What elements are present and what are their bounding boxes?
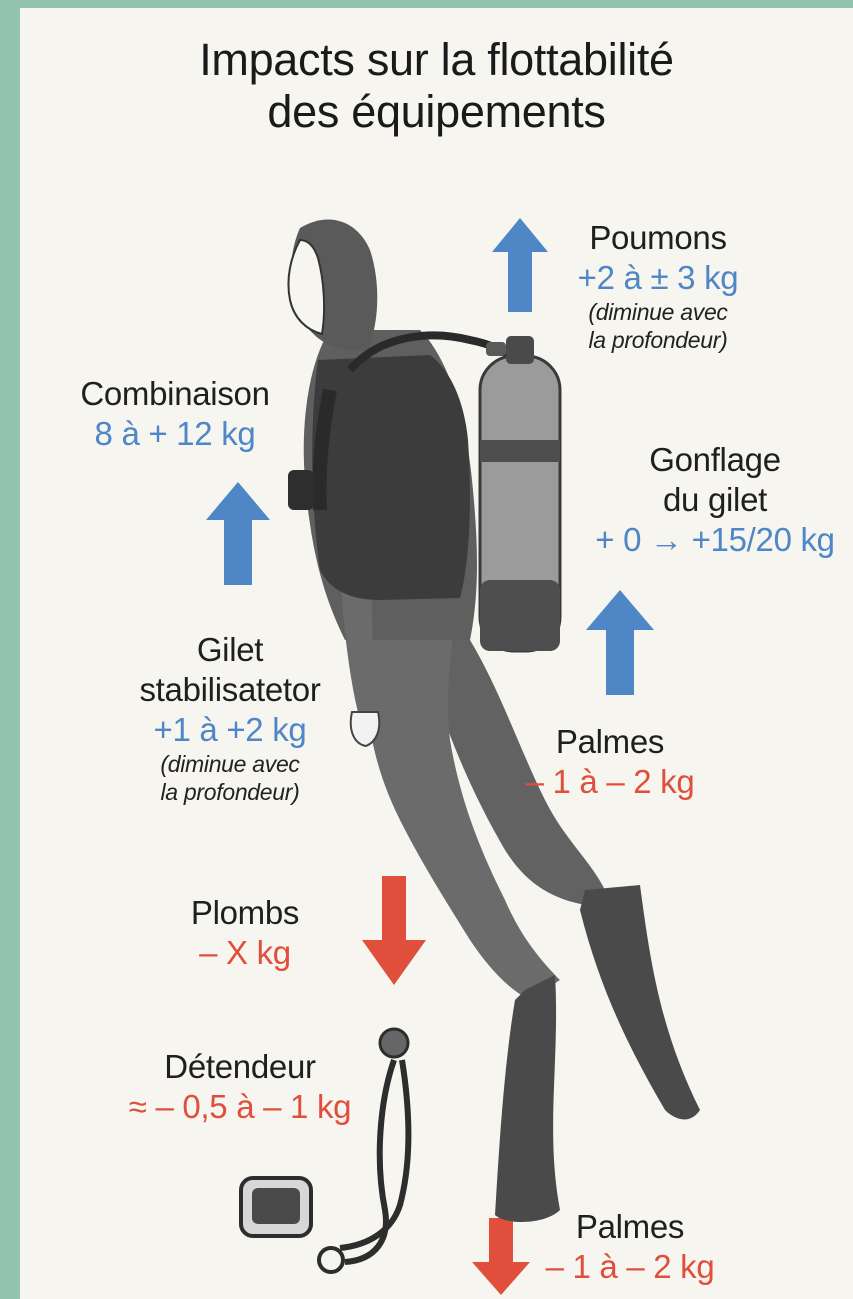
label-plombs: Plombs – X kg [160,893,330,973]
label-note-line2: la profondeur) [558,326,758,354]
label-combinaison: Combinaison 8 à + 12 kg [40,374,310,454]
label-name: Plombs [160,893,330,933]
label-palmes-mid: Palmes – 1 à – 2 kg [510,722,710,802]
up-arrow-combinaison [206,482,270,585]
label-name: Palmes [510,722,710,762]
label-name: Palmes [530,1207,730,1247]
label-value: 8 à + 12 kg [40,414,310,454]
title-line1: Impacts sur la flottabilité [20,34,853,86]
down-arrow-plombs [362,876,426,985]
label-gilet: Gilet stabilisatetor +1 à +2 kg (diminue… [100,630,360,806]
page-title: Impacts sur la flottabilité des équipeme… [20,34,853,138]
label-name-line2: stabilisatetor [100,670,360,710]
label-detendeur: Détendeur ≈ – 0,5 à – 1 kg [95,1047,385,1127]
label-value: + 0 → +15/20 kg [580,520,850,560]
label-poumons: Poumons +2 à ± 3 kg (diminue avec la pro… [558,218,758,354]
label-note-line1: (diminue avec [558,298,758,326]
label-note-line2: la profondeur) [100,778,360,806]
label-note-line1: (diminue avec [100,750,360,778]
label-value: +1 à +2 kg [100,710,360,750]
label-name: Détendeur [95,1047,385,1087]
label-value: – 1 à – 2 kg [510,762,710,802]
label-value: ≈ – 0,5 à – 1 kg [95,1087,385,1127]
title-line2: des équipements [20,86,853,138]
label-name-line1: Gonflage [580,440,850,480]
label-value: – X kg [160,933,330,973]
label-name: Combinaison [40,374,310,414]
scuba-tank [480,336,560,651]
label-name-line2: du gilet [580,480,850,520]
label-value: +2 à ± 3 kg [558,258,758,298]
label-name-line1: Gilet [100,630,360,670]
label-value: – 1 à – 2 kg [530,1247,730,1287]
up-arrow-poumons [492,218,548,312]
label-name: Poumons [558,218,758,258]
label-palmes-bottom: Palmes – 1 à – 2 kg [530,1207,730,1287]
up-arrow-gonflage [586,590,654,695]
down-arrow-palmes [472,1218,530,1295]
label-gonflage: Gonflage du gilet + 0 → +15/20 kg [580,440,850,560]
